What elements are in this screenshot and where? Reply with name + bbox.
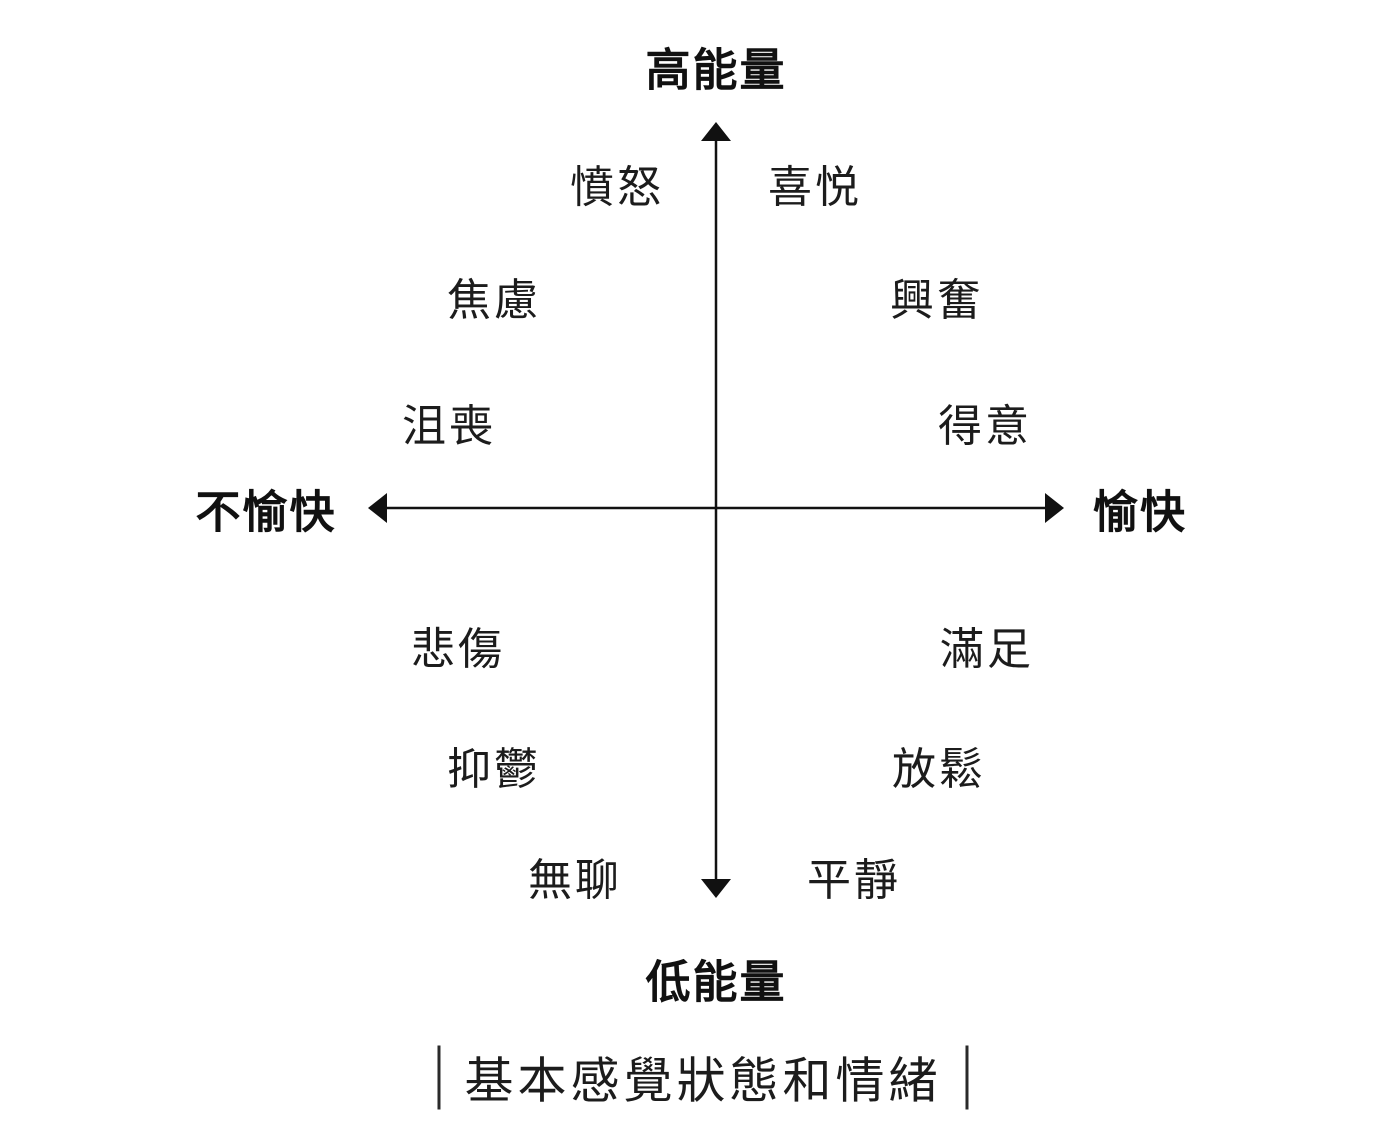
emotion-label-boredom: 無聊 (528, 856, 622, 905)
emotion-label-contentment: 滿足 (940, 625, 1034, 674)
emotion-label-anger: 憤怒 (570, 163, 664, 212)
arrowhead-down-icon (701, 879, 731, 898)
caption-bar-left (437, 1045, 441, 1109)
emotion-label-pride: 得意 (938, 402, 1032, 451)
arrowhead-right-icon (1045, 493, 1064, 523)
axis-label-high-energy: 高能量 (645, 44, 787, 96)
arrowhead-up-icon (701, 122, 731, 141)
emotion-label-joy: 喜悦 (768, 163, 862, 212)
emotion-label-sadness: 悲傷 (411, 625, 505, 674)
axis-label-low-energy: 低能量 (645, 956, 787, 1008)
emotion-label-dejection: 沮喪 (402, 402, 496, 451)
arrowhead-left-icon (368, 493, 387, 523)
axis-label-pleasant: 愉快 (1092, 486, 1188, 538)
caption-text: 基本感覺狀態和情緒 (464, 1054, 942, 1109)
emotion-label-excitement: 興奮 (890, 276, 984, 325)
emotion-label-calm: 平靜 (807, 856, 901, 905)
emotion-label-relaxation: 放鬆 (892, 745, 986, 794)
emotion-label-anxiety: 焦慮 (447, 276, 541, 325)
caption: 基本感覺狀態和情緒 (437, 1042, 969, 1113)
axis-label-unpleasant: 不愉快 (195, 486, 337, 538)
emotion-label-depression: 抑鬱 (447, 745, 541, 794)
caption-bar-right (965, 1045, 969, 1109)
